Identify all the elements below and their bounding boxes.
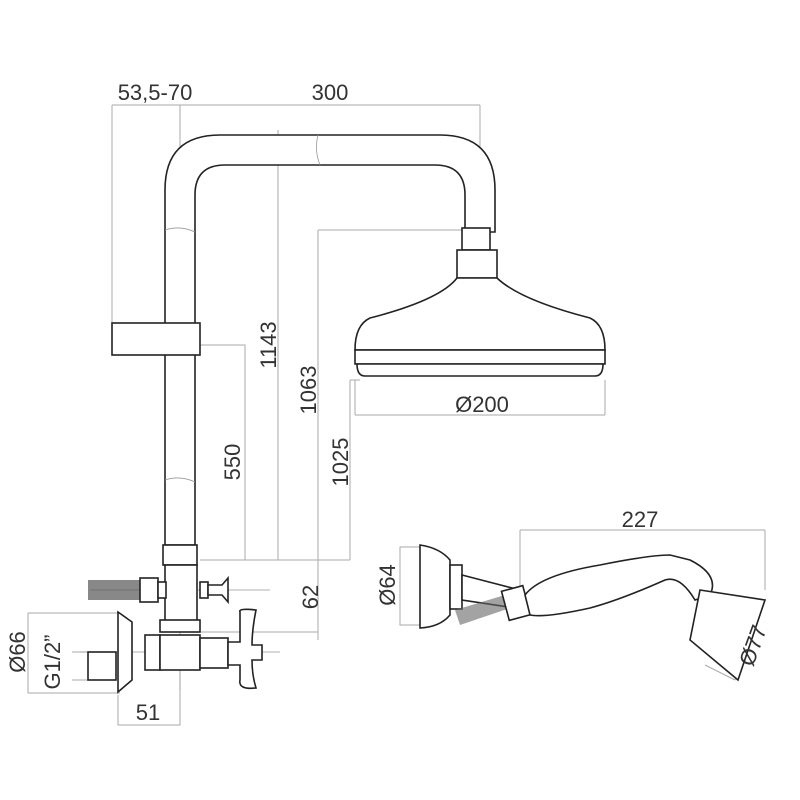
label-1025: 1025 — [328, 438, 353, 487]
shower-head — [354, 227, 606, 377]
label-62: 62 — [298, 585, 323, 609]
label-arm-length: 300 — [312, 80, 349, 105]
label-1143: 1143 — [256, 321, 281, 368]
label-1063: 1063 — [296, 366, 321, 415]
cross-handle — [227, 608, 263, 690]
label-thread: G1/2” — [40, 634, 65, 689]
wall-flange — [117, 610, 133, 694]
hand-shower — [419, 544, 767, 682]
column-coupling — [162, 544, 198, 566]
label-bracket-offset: 53,5-70 — [118, 80, 193, 105]
dimension-lines — [27, 104, 766, 726]
label-valve-depth: 51 — [136, 700, 160, 725]
slide-clamp — [111, 322, 201, 356]
label-flange-diameter: Ø66 — [5, 631, 30, 673]
center-lines — [80, 170, 471, 690]
label-hand-holder-diameter: Ø64 — [375, 564, 400, 606]
shower-column — [111, 134, 496, 566]
label-head-diameter: Ø200 — [455, 392, 509, 417]
label-hand-length: 227 — [622, 507, 659, 532]
valve-assembly — [87, 564, 263, 694]
label-550: 550 — [220, 444, 245, 481]
